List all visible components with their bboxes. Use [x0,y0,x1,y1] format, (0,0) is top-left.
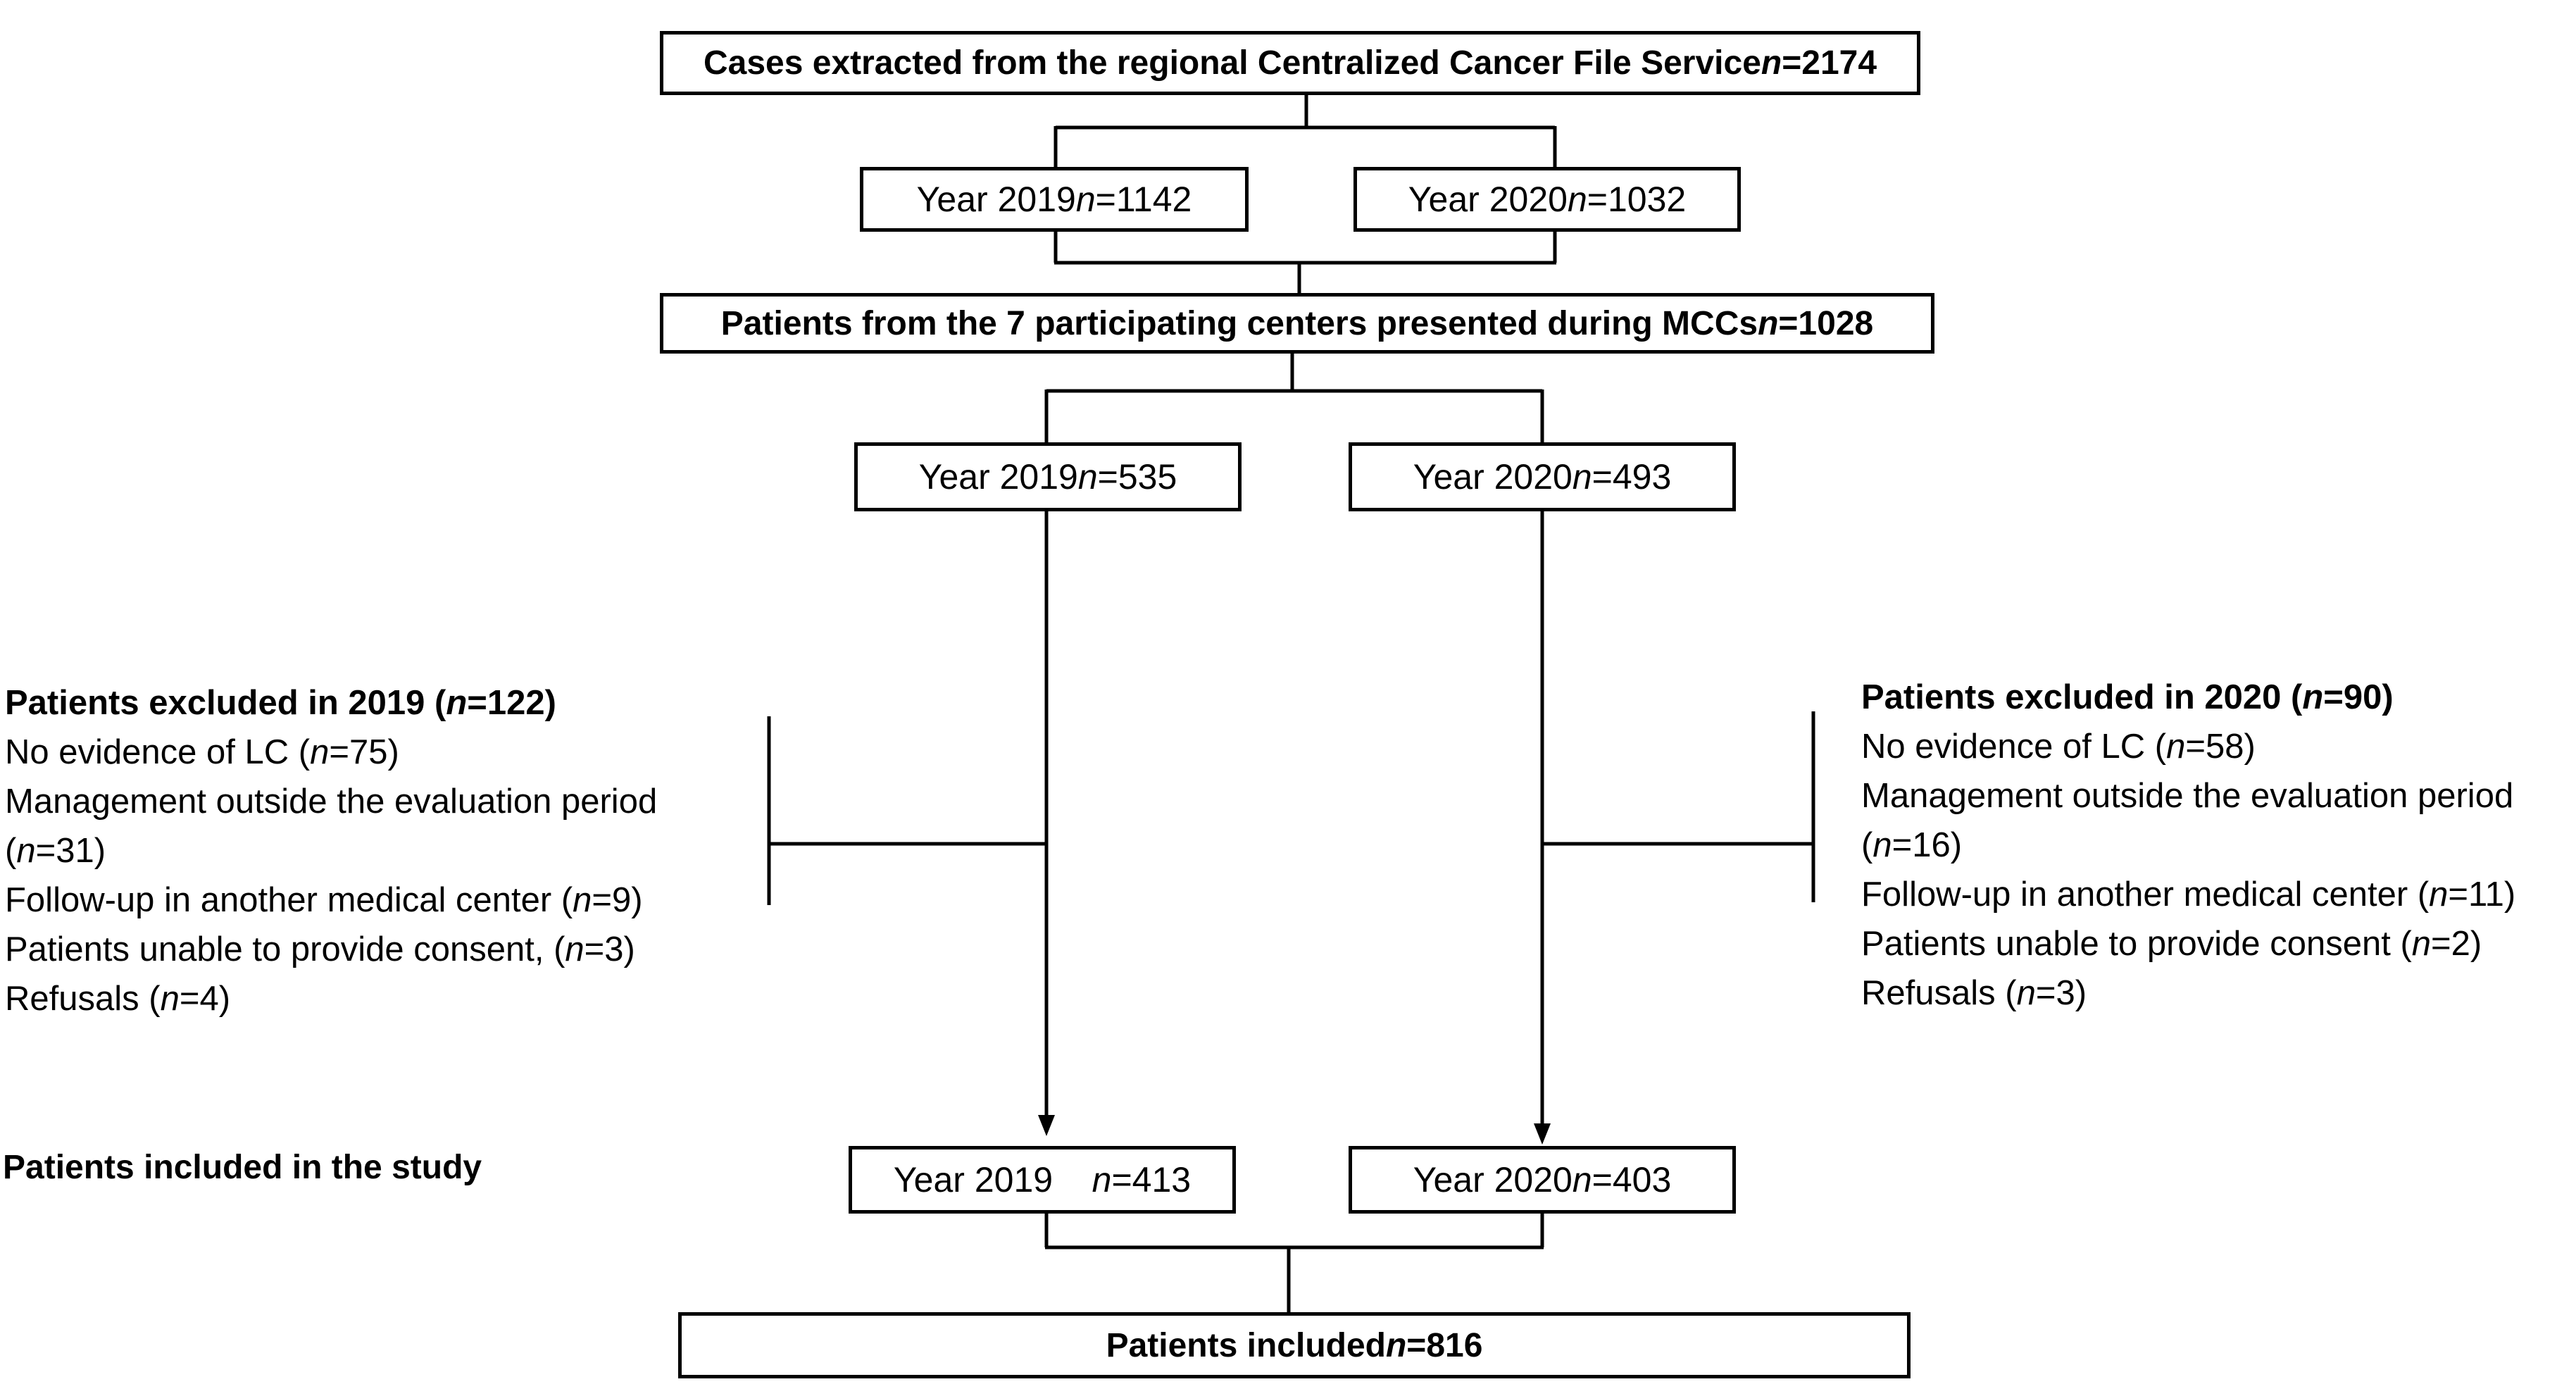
reason-text: Patients unable to provide consent, ( [5,930,565,968]
excluded-2019-block: Patients excluded in 2019 (n=122) No evi… [5,678,657,1023]
exclusion-reason: Refusals (n=4) [5,974,657,1023]
reason-text: Management outside the evaluation period [1861,777,2514,815]
reason-text: Patients unable to provide consent ( [1861,925,2412,963]
arrowhead-2020 [1534,1123,1551,1145]
n-symbol: n [2166,728,2186,766]
n-symbol: n [1077,457,1098,497]
year-2019-included-box: Year 2019 n=413 [849,1146,1236,1214]
patients-included-n: n [1385,1326,1407,1364]
year-label: Year 2019 [916,180,1076,219]
reason-count: =3) [2035,974,2087,1012]
n-symbol: n [565,930,584,968]
n-symbol: n [446,684,468,722]
n-symbol: n [573,881,592,919]
n-symbol: n [2302,678,2324,716]
heading-text: Patients excluded in 2019 ( [5,684,446,722]
patients-included-value: =816 [1406,1326,1483,1364]
reason-count: =75) [329,733,399,771]
year-label: Year 2019 [918,457,1078,497]
reason-text: No evidence of LC ( [5,733,311,771]
n-symbol: n [1872,826,1892,864]
participating-centers-box: Patients from the 7 participating center… [660,293,1934,354]
participating-centers-prefix: Patients from the 7 participating center… [720,304,1758,342]
n-symbol: n [1572,1160,1592,1199]
heading-count: =122) [467,684,556,722]
count-value: =1032 [1587,180,1687,219]
n-symbol: n [310,733,330,771]
reason-count: =4) [179,980,231,1018]
n-symbol: n [16,832,36,870]
reason-count: =9) [592,881,643,919]
exclusion-reason: Patients unable to provide consent, (n=3… [5,925,657,974]
reason-text: Follow-up in another medical center ( [5,881,573,919]
n-symbol: n [2016,974,2036,1012]
exclusion-reason: No evidence of LC (n=75) [5,728,657,777]
exclusion-reason: Management outside the evaluation period [1861,771,2515,821]
extracted-cases-prefix: Cases extracted from the regional Centra… [703,44,1761,82]
year-2020-extracted-box: Year 2020 n=1032 [1353,167,1741,232]
participating-centers-n: n [1758,304,1779,342]
n-symbol: n [2411,925,2432,963]
count-value: =493 [1592,457,1672,497]
arrowhead-2019 [1038,1115,1055,1136]
n-symbol: n [1092,1160,1112,1199]
reason-count: =2) [2431,925,2482,963]
reason-text: ( [1861,826,1873,864]
excluded-2020-block: Patients excluded in 2020 (n=90) No evid… [1861,673,2515,1018]
exclusion-reason: Follow-up in another medical center (n=1… [1861,870,2515,919]
year-2020-presented-box: Year 2020 n=493 [1349,442,1736,511]
excluded-2019-heading: Patients excluded in 2019 (n=122) [5,678,657,728]
patients-included-prefix: Patients included [1106,1326,1386,1364]
extracted-cases-n: n [1761,44,1782,82]
reason-count: =11) [2448,875,2516,914]
exclusion-reason: Follow-up in another medical center (n=9… [5,875,657,925]
excluded-2020-heading: Patients excluded in 2020 (n=90) [1861,673,2515,722]
reason-count: =3) [584,930,635,968]
reason-text: ( [5,832,17,870]
year-2020-included-box: Year 2020 n=403 [1349,1146,1736,1214]
year-label: Year 2020 [1408,180,1568,219]
n-symbol: n [2429,875,2449,914]
year-label: Year 2020 [1413,457,1573,497]
extracted-cases-value: =2174 [1782,44,1877,82]
year-label: Year 2019 [893,1160,1092,1199]
count-value: =413 [1111,1160,1192,1199]
reason-text: Refusals ( [5,980,161,1018]
exclusion-reason: Management outside the evaluation period [5,777,657,826]
count-value: =403 [1592,1160,1672,1199]
reason-text: No evidence of LC ( [1861,728,2167,766]
n-symbol: n [1075,180,1096,219]
included-in-study-label: Patients included in the study [3,1149,482,1186]
n-symbol: n [1567,180,1587,219]
count-value: =1142 [1095,180,1192,219]
year-2019-presented-box: Year 2019 n=535 [854,442,1242,511]
participating-centers-value: =1028 [1778,304,1874,342]
reason-text: Refusals ( [1861,974,2017,1012]
year-2019-extracted-box: Year 2019 n=1142 [860,167,1249,232]
exclusion-reason: No evidence of LC (n=58) [1861,722,2515,771]
exclusion-reason: Refusals (n=3) [1861,968,2515,1018]
reason-count: =16) [1892,826,1963,864]
n-symbol: n [1572,457,1592,497]
reason-count: =31) [35,832,106,870]
reason-text: Follow-up in another medical center ( [1861,875,2430,914]
reason-text: Management outside the evaluation period [5,783,658,821]
n-symbol: n [160,980,180,1018]
exclusion-reason: Patients unable to provide consent (n=2) [1861,919,2515,968]
year-label: Year 2020 [1413,1160,1573,1199]
count-value: =535 [1097,457,1177,497]
extracted-cases-box: Cases extracted from the regional Centra… [660,31,1920,95]
heading-count: =90) [2323,678,2394,716]
heading-text: Patients excluded in 2020 ( [1861,678,2303,716]
patients-included-box: Patients included n=816 [678,1312,1911,1378]
reason-count: =58) [2185,728,2256,766]
exclusion-reason: (n=31) [5,826,657,875]
exclusion-reason: (n=16) [1861,821,2515,870]
